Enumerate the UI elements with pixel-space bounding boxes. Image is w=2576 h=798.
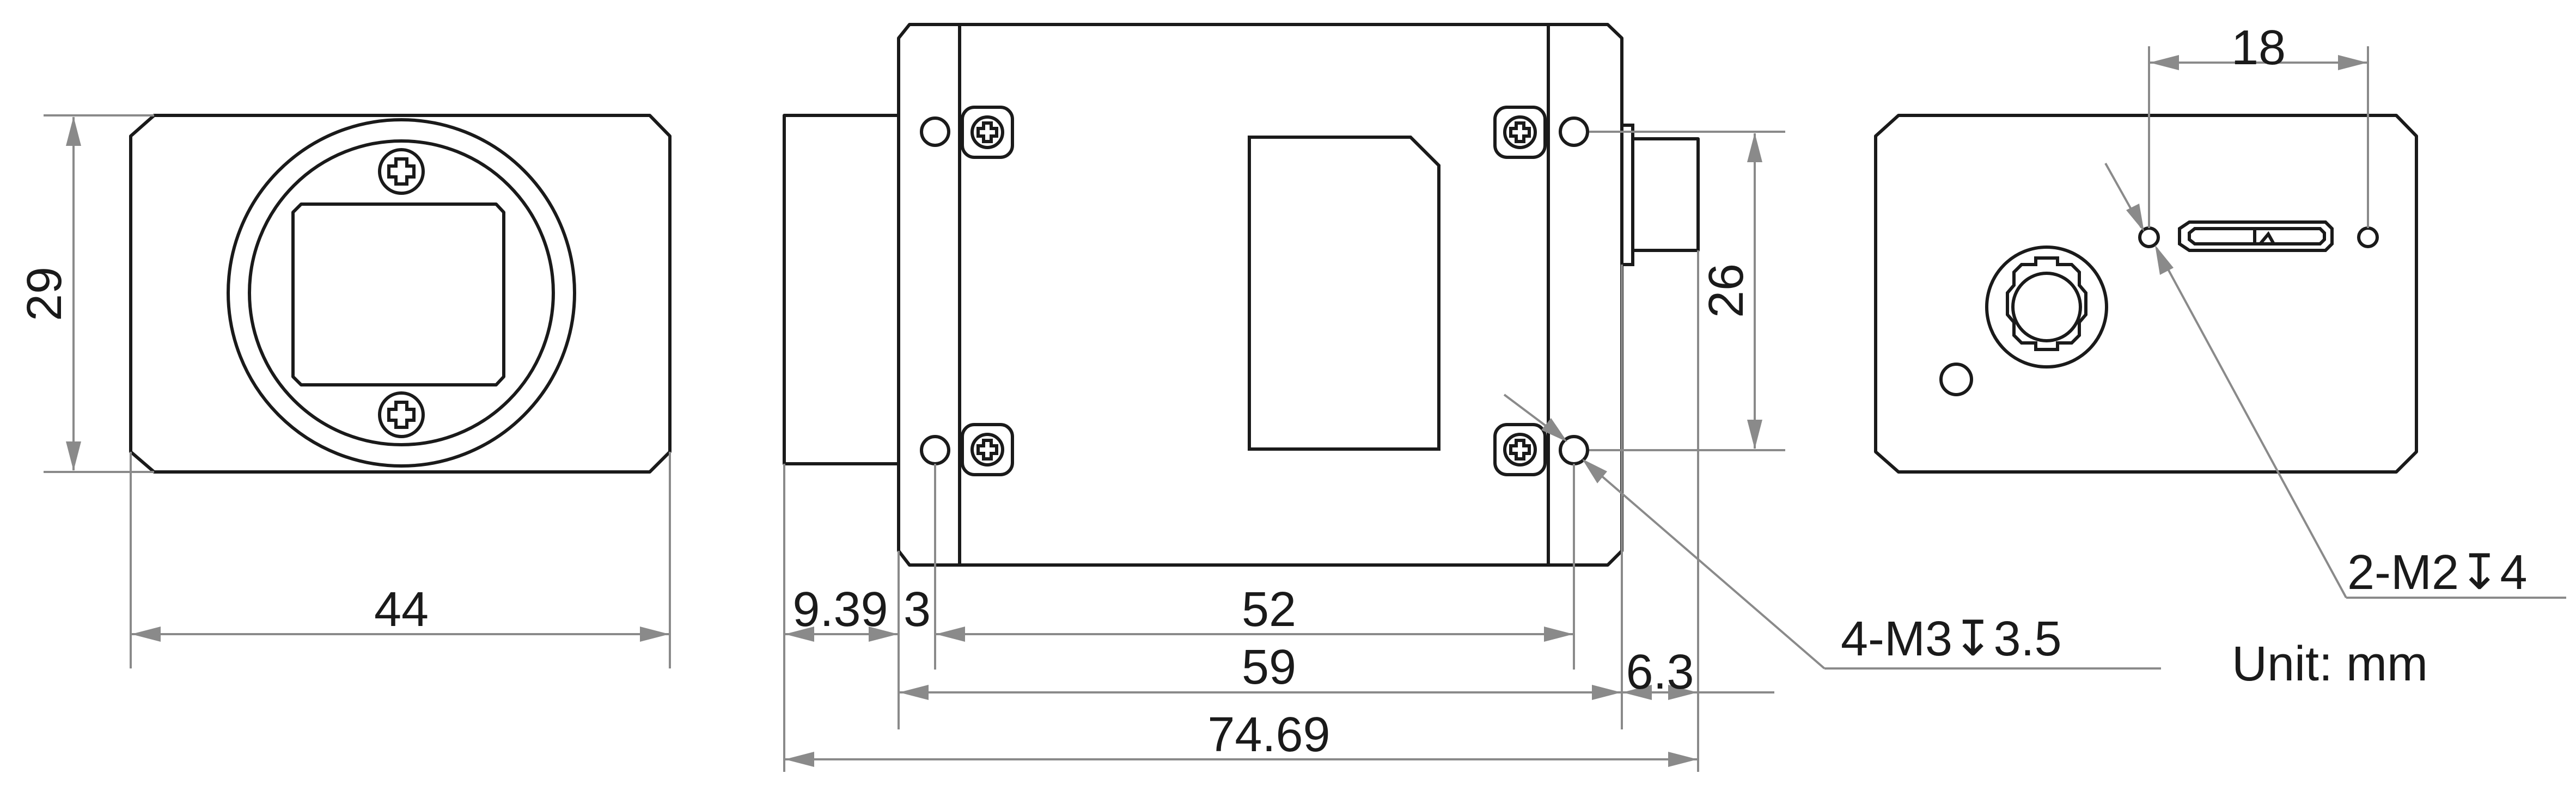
- dim-side-mount-spacing-v: 26: [1699, 263, 1754, 318]
- side-hole-top-right: [1559, 116, 1589, 147]
- status-led: [1939, 363, 1973, 396]
- dim-lens-mount-length: 9.39: [792, 582, 888, 637]
- lens-mount-inner-ring: [248, 139, 555, 446]
- rear-view: 18 2-M2↧4 Unit: mm: [1874, 21, 2566, 691]
- dim-overall-length: 74.69: [1207, 708, 1330, 762]
- side-view: 26 9.39 3 52 59 6.3 74.69 4-M3↧3.5: [783, 23, 2161, 772]
- side-screw-top-right-icon: [1493, 106, 1547, 159]
- side-body-outline: [897, 23, 1623, 567]
- dim-side-offset: 3: [904, 582, 931, 637]
- dim-rear-hole-spacing: 18: [2231, 21, 2286, 75]
- usb-port-icon: [2178, 220, 2334, 252]
- dim-connector-length: 6.3: [1626, 645, 1694, 699]
- side-screw-bottom-right-icon: [1493, 423, 1547, 476]
- dim-hole-spacing: 52: [1242, 582, 1296, 637]
- callout-side-holes: 4-M3↧3.5: [1841, 612, 2062, 666]
- side-lens-mount: [783, 114, 908, 465]
- side-screw-bottom-left-icon: [961, 423, 1014, 476]
- side-hole-top-left: [920, 116, 950, 147]
- front-top-screw-icon: [378, 148, 425, 195]
- dim-front-width: 44: [374, 582, 429, 637]
- front-bottom-screw-icon: [378, 391, 425, 438]
- io-connector-icon: [1985, 245, 2108, 369]
- unit-note: Unit: mm: [2232, 637, 2428, 691]
- front-view: 29 44: [17, 114, 672, 668]
- dim-body-length: 59: [1242, 640, 1296, 695]
- rear-body-outline: [1874, 114, 2418, 474]
- sensor-window: [291, 202, 505, 386]
- callout-rear-holes: 2-M2↧4: [2347, 545, 2528, 600]
- side-label-plate: [1248, 136, 1440, 451]
- dim-front-height: 29: [17, 267, 72, 321]
- side-rear-connector: [1631, 137, 1700, 252]
- side-screw-top-left-icon: [961, 106, 1014, 159]
- lens-mount-outer-ring: [227, 118, 576, 468]
